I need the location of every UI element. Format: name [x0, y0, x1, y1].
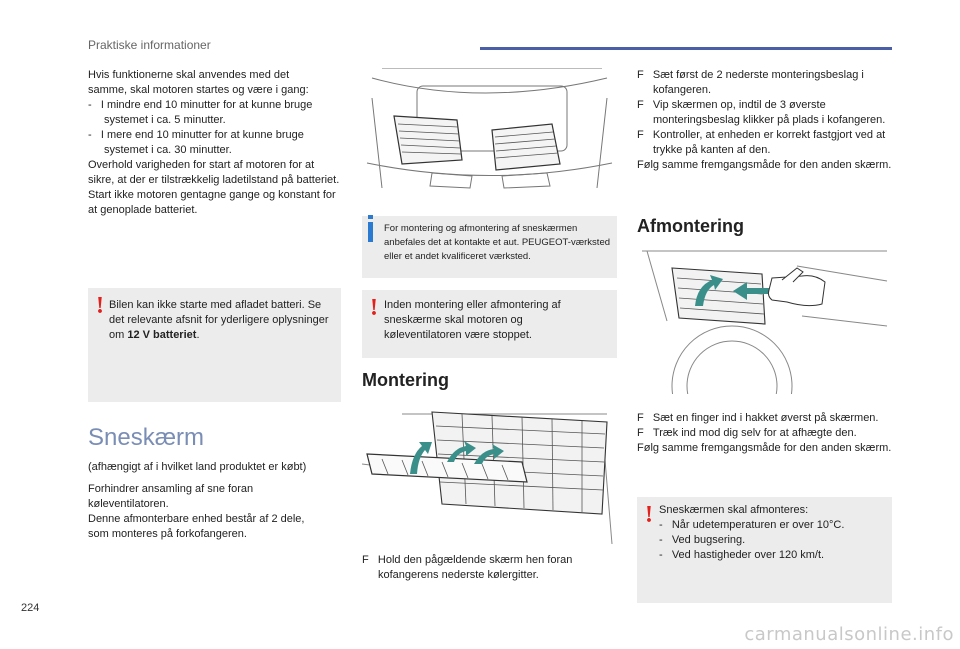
paragraph: Følg samme fremgangsmåde for den anden s…: [637, 159, 892, 171]
step-item: F Vip skærmen op, indtil de 3 øverste mo…: [637, 99, 886, 126]
section-title: Sneskærm: [88, 424, 205, 451]
warning-end: .: [196, 329, 200, 341]
info-text: For montering og afmontering af sneskærm…: [384, 223, 611, 262]
removal-steps-block: F Sæt en finger ind i hakket øverst på s…: [637, 411, 892, 456]
warning-icon: !: [96, 293, 104, 319]
info-icon: [368, 215, 373, 242]
engine-warning-box: ! Inden montering eller afmontering af s…: [362, 290, 617, 358]
page-number: 224: [21, 602, 40, 614]
subtitle: (afhængigt af i hvilket land produktet e…: [88, 461, 307, 473]
step-item: F Hold den pågældende skærm hen foran ko…: [362, 554, 573, 581]
paragraph: Denne afmonterbare enhed består af 2 del…: [88, 513, 305, 540]
paragraph: Start ikke motoren gentagne gange og kon…: [88, 189, 336, 216]
battery-text-block: Hvis funktionerne skal anvendes med det …: [88, 68, 343, 218]
step-item: F Sæt først de 2 nederste monteringsbesl…: [637, 69, 864, 96]
heading-montering: Montering: [362, 370, 449, 390]
step-item: F Sæt en finger ind i hakket øverst på s…: [637, 412, 879, 424]
warning-list-item: - Når udetemperaturen er over 10°C.: [659, 519, 845, 531]
intro-line-2: samme, skal motoren startes og være i ga…: [88, 84, 309, 96]
header-bar: [480, 47, 892, 50]
intro-line-1: Hvis funktionerne skal anvendes med det: [88, 69, 290, 81]
info-box: For montering og afmontering af sneskærm…: [362, 215, 617, 278]
warning-icon: !: [370, 295, 378, 321]
mounting-steps-block: F Sæt først de 2 nederste monteringsbesl…: [637, 68, 892, 173]
illustration-bumper-grilles: [362, 68, 617, 208]
description-block: Forhindrer ansamling af sne foran køleve…: [88, 482, 328, 542]
paragraph: Overhold varigheden for start af motoren…: [88, 159, 340, 186]
step-item: F Kontroller, at enheden er korrekt fast…: [637, 129, 886, 156]
running-header: Praktiske informationer: [88, 38, 211, 52]
step-item: F Træk ind mod dig selv for at afhægte d…: [637, 427, 857, 439]
list-item: - I mere end 10 minutter for at kunne br…: [88, 129, 304, 156]
warning-list-item: - Ved bugsering.: [659, 534, 746, 546]
warning-bold: 12 V batteriet: [127, 329, 197, 341]
warning-icon: !: [645, 502, 653, 528]
battery-warning-box: ! Bilen kan ikke starte med afladet batt…: [88, 288, 341, 402]
heading-afmontering: Afmontering: [637, 216, 744, 236]
warning-text: Inden montering eller afmontering af sne…: [384, 299, 561, 341]
paragraph: Følg samme fremgangsmåde for den anden s…: [637, 442, 892, 454]
removal-warning-box: ! Sneskærmen skal afmonteres: - Når udet…: [637, 497, 892, 603]
warning-title: Sneskærmen skal afmonteres:: [659, 504, 809, 516]
warning-list-item: - Ved hastigheder over 120 km/t.: [659, 549, 825, 561]
list-item: - I mindre end 10 minutter for at kunne …: [88, 99, 313, 126]
warning-text: Bilen kan ikke starte med afladet batter…: [109, 298, 329, 343]
illustration-removal: [637, 246, 892, 394]
warning-body: Bilen kan ikke starte med afladet batter…: [109, 299, 329, 341]
mounting-step: F Hold den pågældende skærm hen foran ko…: [362, 553, 612, 583]
illustration-mounting: [362, 404, 617, 546]
paragraph: Forhindrer ansamling af sne foran køleve…: [88, 483, 254, 510]
watermark: carmanualsonline.info: [744, 624, 954, 645]
warning-text: Sneskærmen skal afmonteres: - Når udetem…: [659, 503, 884, 563]
